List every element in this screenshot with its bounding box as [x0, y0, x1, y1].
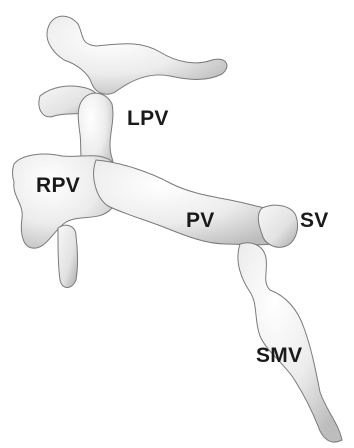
- label-pv: PV: [186, 210, 215, 231]
- left-portal-branch-upper: [47, 16, 227, 94]
- label-rpv: RPV: [36, 175, 80, 196]
- superior-mesenteric-vein: [238, 243, 342, 442]
- label-smv: SMV: [256, 345, 302, 366]
- label-sv: SV: [300, 210, 329, 231]
- main-portal-vein: [94, 160, 289, 245]
- right-portal-sub-branch: [58, 225, 78, 287]
- label-lpv: LPV: [127, 108, 169, 129]
